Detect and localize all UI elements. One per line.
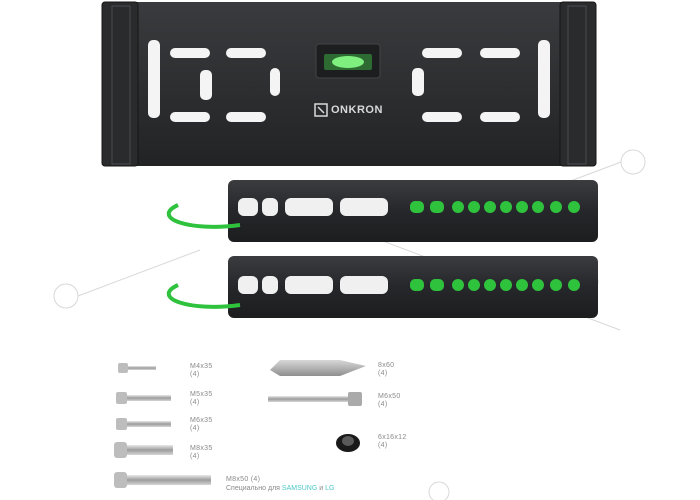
label-m8x35: M8x35(4) bbox=[190, 445, 213, 460]
spacer bbox=[336, 434, 360, 452]
screw-m8x35 bbox=[114, 442, 173, 458]
lag-bolt bbox=[268, 392, 362, 406]
screw-m6x35 bbox=[116, 418, 171, 430]
bubble-level bbox=[315, 43, 381, 79]
wall-anchor bbox=[270, 360, 366, 376]
label-m5x35: M5x35(4) bbox=[190, 391, 213, 406]
label-spacer: 6x16x12(4) bbox=[378, 434, 407, 449]
screw-m8x50 bbox=[114, 472, 211, 488]
label-anchor: 8x60(4) bbox=[378, 362, 395, 377]
logo-mark-icon bbox=[314, 103, 328, 117]
plate-slots bbox=[148, 40, 550, 122]
label-compatibility: Специально для SAMSUNG и LG bbox=[226, 485, 335, 492]
label-lag-bolt: M6x50(4) bbox=[378, 393, 401, 408]
logo-text: ONKRON bbox=[331, 104, 383, 116]
screw-m5x35 bbox=[116, 392, 171, 404]
label-m8x50: M8x50 (4) bbox=[226, 476, 261, 483]
screws-group bbox=[114, 363, 211, 488]
onkron-logo: ONKRON bbox=[314, 100, 383, 120]
vertical-rail-bottom bbox=[166, 256, 598, 318]
screw-m4x35 bbox=[118, 363, 156, 373]
label-m6x35: M6x35(4) bbox=[190, 417, 213, 432]
vertical-rail-top bbox=[166, 180, 598, 242]
wall-plate bbox=[101, 1, 597, 167]
label-m4x35: M4x35(4) bbox=[190, 363, 213, 378]
